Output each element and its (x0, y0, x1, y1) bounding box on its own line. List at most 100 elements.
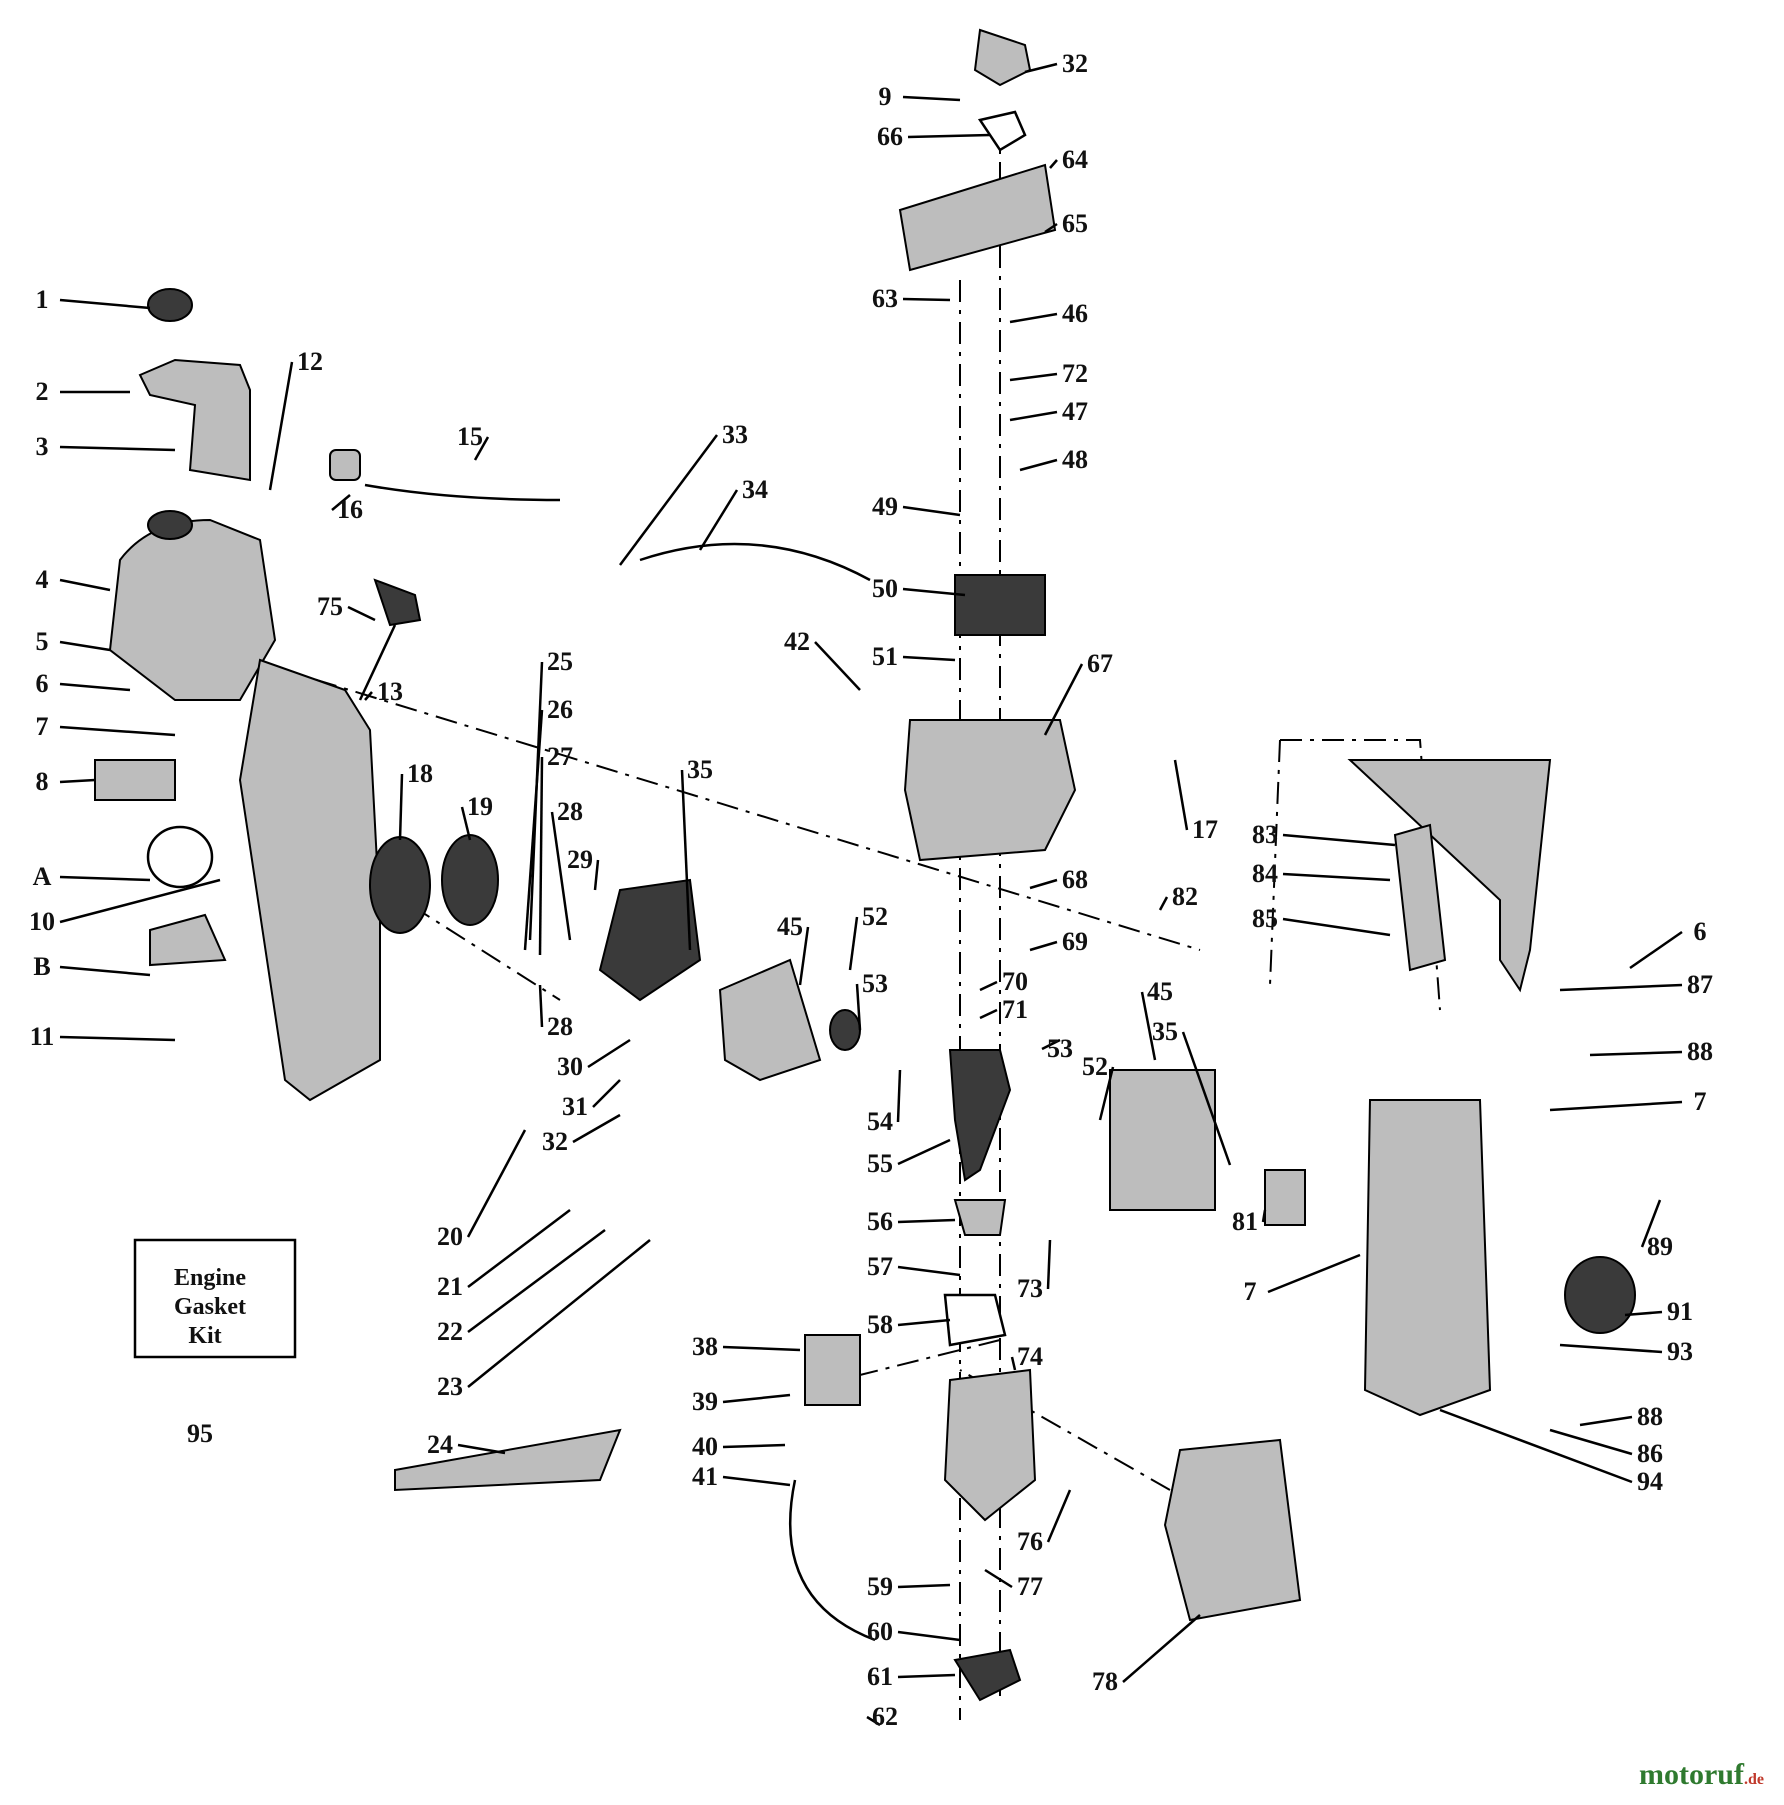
leader-line-18 (398, 773, 404, 841)
leader-line-3 (59, 445, 176, 452)
kit-line-2: Gasket (174, 1294, 246, 1320)
part-label-93: 93 (1667, 1337, 1693, 1366)
leader-line-85 (1282, 917, 1391, 937)
part-label-7: 7 (36, 712, 49, 741)
leader-line-34 (698, 489, 739, 551)
part-label-5: 5 (36, 627, 49, 656)
part-18-pulley (369, 836, 431, 934)
leader-line-42 (814, 641, 861, 691)
leader-line-88 (1579, 1415, 1633, 1427)
part-label-91: 91 (1667, 1297, 1693, 1326)
part-label-18: 18 (407, 759, 433, 788)
part-label-10: 10 (29, 907, 55, 936)
part-label-67: 67 (1087, 649, 1113, 678)
part-label-31: 31 (562, 1092, 588, 1121)
part-91-clutch-drum (1564, 1256, 1636, 1334)
part-label-50: 50 (872, 574, 898, 603)
leader-line-72 (1009, 372, 1058, 382)
part-label-16: 16 (337, 495, 363, 524)
leader-line-47 (1009, 410, 1058, 422)
part-label-73: 73 (1017, 1274, 1043, 1303)
part-label-38: 38 (692, 1332, 718, 1361)
leader-line-9 (902, 95, 961, 102)
part-15-fuel-line (364, 483, 561, 502)
part-34-fuel-line (639, 542, 871, 582)
leader-line-12 (268, 361, 294, 491)
part-label-76: 76 (1017, 1527, 1043, 1556)
part-label-65: 65 (1062, 209, 1088, 238)
engine-parts (94, 28, 1636, 1702)
part-label-60: 60 (867, 1617, 893, 1646)
leader-line-33 (618, 434, 719, 566)
leader-line-28 (538, 984, 544, 1028)
leader-line-17 (1173, 759, 1189, 831)
part-45-crankcase-half (1109, 1069, 1216, 1211)
part-label-48: 48 (1062, 445, 1088, 474)
part-label-35: 35 (687, 755, 713, 784)
leader-line-4 (59, 578, 111, 592)
label-leader-lines (59, 62, 1683, 1727)
leader-line-32 (1024, 62, 1058, 74)
part-label-24: 24 (427, 1430, 453, 1459)
part-55-crankshaft (948, 1049, 1012, 1182)
part-label-54: 54 (867, 1107, 893, 1136)
leader-line-39 (722, 1393, 791, 1404)
part-30-flywheel-housing (598, 878, 702, 1002)
part-label-b: B (33, 952, 50, 981)
part-label-21: 21 (437, 1272, 463, 1301)
part-label-29: 29 (567, 845, 593, 874)
leader-line-11 (59, 1035, 176, 1042)
part-label-83: 83 (1252, 820, 1278, 849)
part-label-28: 28 (557, 797, 583, 826)
part-label-55: 55 (867, 1149, 893, 1178)
brand-tld: .de (1744, 1771, 1764, 1788)
part-label-70: 70 (1002, 967, 1028, 996)
leader-line-28 (550, 811, 572, 941)
part-50-carburetor (954, 574, 1046, 636)
part-label-56: 56 (867, 1207, 893, 1236)
part-label-34: 34 (742, 475, 768, 504)
part-label-15: 15 (457, 422, 483, 451)
part-label-45: 45 (777, 912, 803, 941)
part-label-28: 28 (547, 1012, 573, 1041)
part-label-26: 26 (547, 695, 573, 724)
leader-line-81 (1261, 1209, 1267, 1223)
leader-line-94 (1439, 1408, 1633, 1484)
leader-line-84 (1282, 872, 1391, 882)
part-label-69: 69 (1062, 927, 1088, 956)
part-67-carburetor-housing (903, 719, 1077, 862)
leader-line-41 (722, 1475, 791, 1487)
part-label-32: 32 (1062, 49, 1088, 78)
part-label-53: 53 (1047, 1034, 1073, 1063)
part-81-bushing (1264, 1169, 1306, 1226)
leader-line-26 (523, 709, 544, 951)
leader-line-75 (347, 605, 376, 622)
leader-line-35 (1181, 1031, 1232, 1166)
part-label-52: 52 (1082, 1052, 1108, 1081)
part-label-4: 4 (36, 565, 49, 594)
part-19-rewind-spring (441, 834, 499, 926)
leader-line-65 (1044, 222, 1058, 234)
part-label-30: 30 (557, 1052, 583, 1081)
leader-line-50 (902, 587, 966, 597)
part-label-64: 64 (1062, 145, 1088, 174)
kit-line-1: Engine (174, 1265, 246, 1291)
part-39-ignition-module (804, 1334, 861, 1406)
kit-number: 95 (187, 1419, 213, 1448)
part-label-23: 23 (437, 1372, 463, 1401)
leader-line-64 (1049, 159, 1058, 169)
leader-line-62 (866, 1715, 881, 1727)
part-label-32: 32 (542, 1127, 568, 1156)
part-16-fuel-filter (329, 449, 361, 481)
part-label-75: 75 (317, 592, 343, 621)
part-label-3: 3 (36, 432, 49, 461)
leader-line-68 (1029, 878, 1058, 890)
part-label-66: 66 (877, 122, 903, 151)
leader-line-58 (897, 1318, 951, 1327)
part-61-spark-boot (953, 1648, 1022, 1702)
leader-line-77 (984, 1568, 1013, 1589)
part-label-52: 52 (862, 902, 888, 931)
leader-line-24 (457, 1443, 506, 1455)
part-label-6: 6 (1694, 917, 1707, 946)
